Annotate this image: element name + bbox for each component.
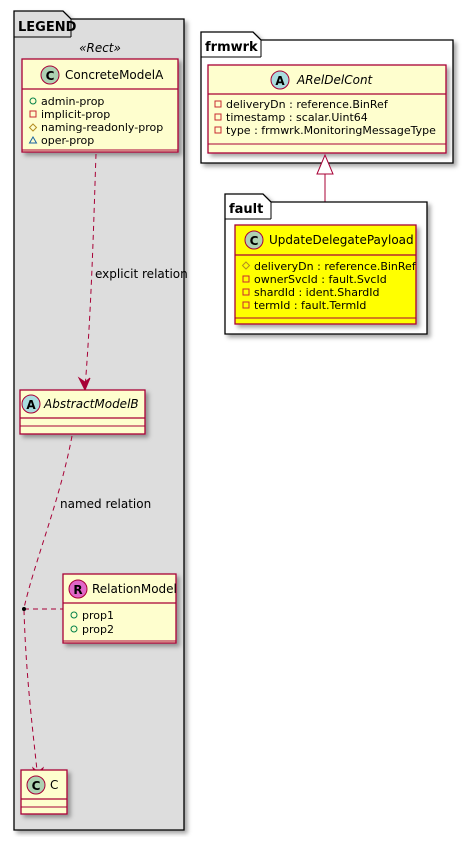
protected-marker-icon	[241, 261, 251, 270]
c-badge-letter: C	[32, 779, 41, 793]
field-oper-prop: oper-prop	[41, 134, 94, 147]
c-class[interactable]: C C	[20, 769, 68, 815]
relation-badge-icon	[68, 579, 88, 599]
association-point-icon	[22, 607, 26, 611]
arel-del-cont-name: ARelDelCont	[296, 73, 374, 87]
update-delegate-payload-name: UpdateDelegatePayload	[269, 233, 414, 247]
field-prop2: prop2	[82, 623, 114, 636]
field-delivery-dn: deliveryDn : reference.BinRef	[226, 98, 389, 111]
class-badge-letter: C	[46, 69, 55, 83]
class-badge-icon	[244, 230, 264, 250]
private-marker-icon	[29, 110, 37, 118]
protected-marker-icon	[28, 123, 38, 132]
abstract-badge-letter: A	[26, 398, 36, 412]
c-class-name: C	[50, 778, 58, 792]
legend-stereotype: «Rect»	[79, 41, 121, 55]
field-shard-id: shardId : ident.ShardId	[254, 286, 380, 299]
field-admin-prop: admin-prop	[41, 95, 104, 108]
private-marker-icon	[214, 113, 222, 121]
fault-package-label: fault	[229, 202, 263, 217]
private-marker-icon	[214, 100, 222, 108]
class-badge-letter: C	[250, 234, 259, 248]
field-naming-readonly-prop: naming-readonly-prop	[41, 121, 163, 134]
field-prop1: prop1	[82, 609, 114, 622]
relation-model-name: RelationModel	[92, 582, 177, 596]
package-marker-icon	[28, 136, 38, 144]
class-badge-icon	[26, 775, 46, 795]
public-marker-icon	[70, 611, 78, 619]
abstract-badge-icon	[270, 70, 290, 90]
field-implicit-prop: implicit-prop	[41, 108, 110, 121]
field-term-id: termId : fault.TermId	[254, 299, 366, 312]
field-delivery-dn: deliveryDn : reference.BinRef	[254, 260, 417, 273]
legend-package-label: LEGEND	[18, 20, 77, 35]
relation-model-class[interactable]: R RelationModel prop1 prop2	[62, 573, 177, 644]
abstract-badge-letter: A	[275, 74, 285, 88]
named-relation-label: named relation	[60, 497, 151, 511]
arrowhead-icon	[77, 376, 91, 392]
concrete-model-a-class[interactable]: C ConcreteModelA admin-prop implicit-pro…	[21, 58, 179, 153]
field-timestamp: timestamp : scalar.Uint64	[226, 111, 368, 124]
abstract-badge-icon	[21, 394, 41, 414]
explicit-relation-arrow: explicit relation	[77, 153, 188, 392]
inheritance-triangle-icon	[316, 153, 334, 175]
class-badge-icon	[40, 65, 60, 85]
concrete-model-a-name: ConcreteModelA	[65, 68, 164, 82]
public-marker-icon	[29, 97, 37, 105]
private-marker-icon	[242, 275, 250, 283]
abstract-model-b-name: AbstractModelB	[43, 397, 139, 411]
frmwrk-package-label: frmwrk	[205, 40, 258, 55]
explicit-relation-label: explicit relation	[95, 267, 188, 281]
abstract-model-b-class[interactable]: A AbstractModelB	[19, 389, 146, 435]
update-delegate-payload-class[interactable]: C UpdateDelegatePayload deliveryDn : ref…	[234, 224, 417, 325]
private-marker-icon	[214, 126, 222, 134]
private-marker-icon	[242, 301, 250, 309]
field-type: type : frmwrk.MonitoringMessageType	[226, 124, 436, 137]
private-marker-icon	[242, 288, 250, 296]
field-owner-svc-id: ownerSvcId : fault.SvcId	[254, 273, 387, 286]
arel-del-cont-class[interactable]: A ARelDelCont deliveryDn : reference.Bin…	[207, 64, 447, 154]
relation-badge-letter: R	[73, 583, 82, 597]
public-marker-icon	[70, 625, 78, 633]
